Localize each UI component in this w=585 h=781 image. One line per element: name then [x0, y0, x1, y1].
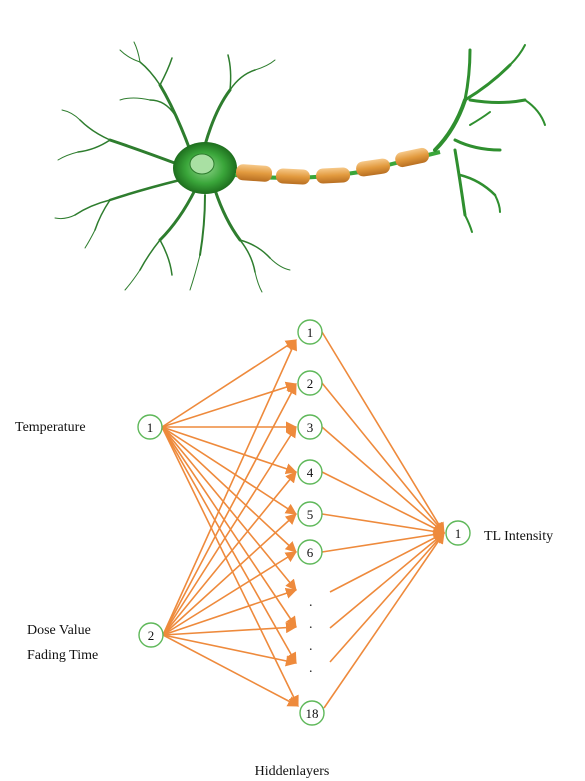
- input-layer: 1 Temperature 2 Dose Value Fading Time: [15, 415, 163, 663]
- input-node-number: 1: [147, 420, 154, 435]
- input-to-hidden-edge: [163, 635, 296, 663]
- hidden-node-number: 1: [307, 325, 314, 340]
- hidden-layer-ellipsis: . . . .: [309, 595, 313, 676]
- input-label-dose-value: Dose Value: [27, 623, 91, 638]
- input-to-hidden-edge: [163, 340, 296, 635]
- hidden-node-number: 2: [307, 376, 314, 391]
- input-node-number: 2: [148, 628, 155, 643]
- hidden-to-output-edge: [322, 383, 444, 533]
- output-label-tl-intensity: TL Intensity: [484, 529, 553, 544]
- hidden-node-number: 6: [307, 545, 314, 560]
- output-node-number: 1: [455, 526, 462, 541]
- hidden-node-number: 4: [307, 465, 314, 480]
- output-layer: 1 TL Intensity: [446, 521, 553, 545]
- hidden-node-number: 5: [307, 507, 314, 522]
- nucleus: [190, 154, 214, 174]
- ellipsis-dot: .: [309, 617, 313, 632]
- input-to-hidden-edge: [163, 472, 296, 635]
- hidden-to-output-edge: [330, 533, 444, 662]
- hidden-node-number: 18: [306, 706, 319, 721]
- hidden-to-output-edge: [330, 533, 444, 628]
- input-node-temperature: 1 Temperature: [15, 415, 162, 439]
- hidden-layers-caption: Hiddenlayers: [255, 764, 330, 779]
- ellipsis-dot: .: [309, 661, 313, 676]
- input-to-hidden-edge: [163, 635, 298, 706]
- ellipsis-dot: .: [309, 595, 313, 610]
- input-to-hidden-edge: [162, 427, 296, 514]
- neuron-illustration: [55, 42, 545, 292]
- hidden-node-number: 3: [307, 420, 314, 435]
- input-label-temperature: Temperature: [15, 420, 86, 435]
- ellipsis-dot: .: [309, 639, 313, 654]
- input-node-dose-fading: 2 Dose Value Fading Time: [27, 623, 163, 663]
- input-to-hidden-edge: [162, 427, 296, 472]
- axon-terminals: [435, 45, 545, 232]
- input-label-fading-time: Fading Time: [27, 648, 98, 663]
- myelin-sheaths: [235, 147, 430, 185]
- hidden-to-output-edge: [324, 533, 444, 708]
